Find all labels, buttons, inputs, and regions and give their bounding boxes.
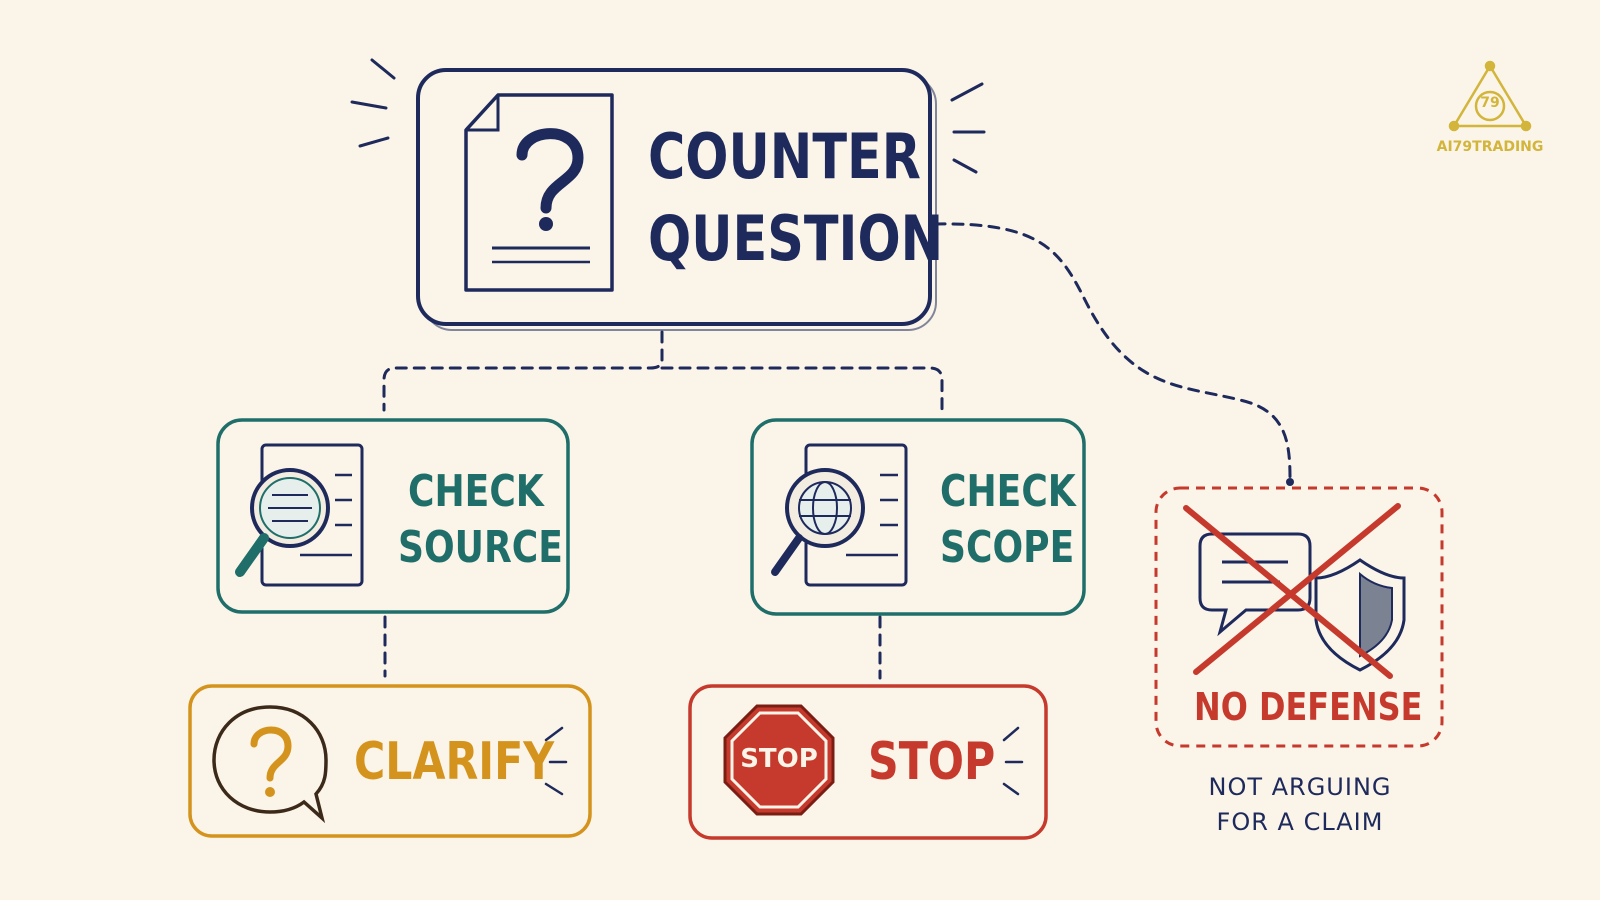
connector-end-dot (1286, 478, 1294, 486)
check-scope-label-line1: CHECK (940, 466, 1076, 517)
stop-label: STOP (868, 732, 996, 792)
no-defense-caption-line2: FOR A CLAIM (1216, 807, 1384, 836)
check-scope-node[interactable] (750, 418, 1086, 616)
question-speech-bubble-icon (212, 705, 328, 824)
question-document-icon (464, 93, 614, 292)
burst-marks (350, 58, 986, 174)
burst-marks (1002, 726, 1024, 796)
counter-question-node[interactable] (350, 58, 986, 331)
logo-number: 79 (1480, 95, 1500, 111)
counter-question-label-line2: QUESTION (648, 202, 944, 275)
clarify-label: CLARIFY (354, 732, 555, 792)
connector-root-to-branches (382, 330, 664, 412)
stop-sign-text: STOP (740, 744, 818, 774)
stop-sign-icon (723, 704, 835, 816)
magnifier-document-icon (235, 443, 364, 587)
connector-root-to-check-scope (660, 366, 944, 414)
burst-marks (544, 726, 568, 796)
check-source-label-line1: CHECK (408, 466, 544, 517)
no-defense-node[interactable] (1154, 486, 1444, 748)
no-defense-label: NO DEFENSE (1194, 685, 1423, 729)
globe-magnifier-document-icon (771, 443, 908, 587)
connectors (382, 222, 1292, 680)
clarify-node[interactable] (188, 684, 592, 838)
stop-node[interactable] (688, 684, 1048, 840)
check-scope-label-line2: SCOPE (940, 522, 1075, 573)
connector-root-to-no-defense (933, 222, 1292, 480)
check-source-node[interactable] (216, 418, 570, 614)
counter-question-label-line1: COUNTER (648, 120, 921, 193)
no-defense-caption: NOT ARGUING FOR A CLAIM (1190, 770, 1410, 840)
check-source-label-line2: SOURCE (398, 522, 563, 573)
logo-mark (1448, 60, 1532, 132)
no-defense-caption-line1: NOT ARGUING (1208, 773, 1392, 801)
logo-text: AI79TRADING (1436, 139, 1544, 155)
crossed-chat-shield-icon (1183, 503, 1406, 679)
